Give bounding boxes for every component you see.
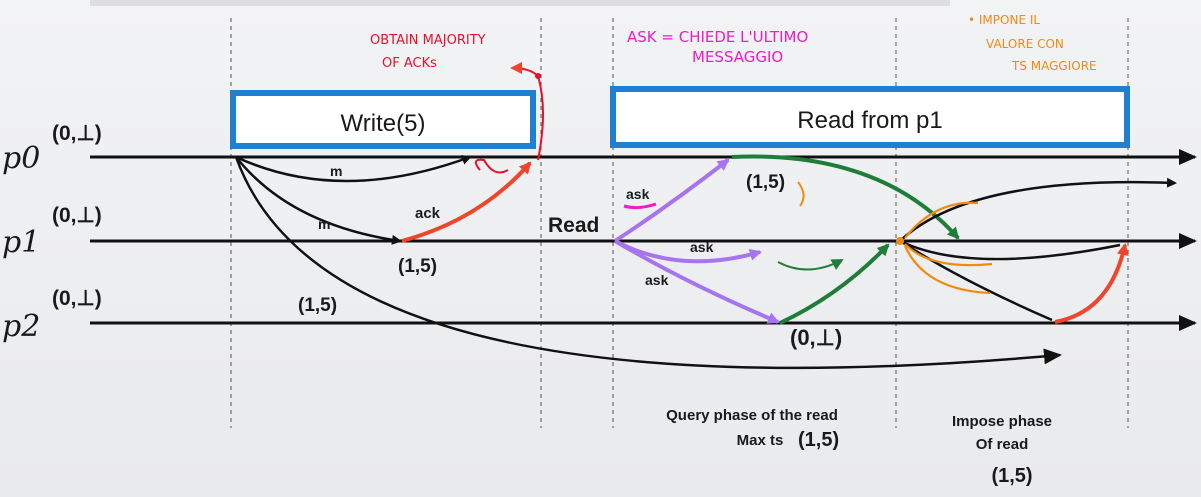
initial-state-p1: (0,⊥): [52, 204, 102, 227]
ack-message: [401, 161, 532, 243]
reply-from-p2: [779, 243, 890, 325]
impose-phase-value: (1,5): [991, 465, 1032, 487]
annotation-magenta-line1: ASK = CHIEDE L'ULTIMO: [627, 28, 808, 46]
cropped-header-strip: [90, 0, 950, 6]
query-phase-maxts: Max ts: [737, 432, 784, 449]
annotation-orange-line2: VALORE CON: [986, 37, 1064, 51]
orange-mark: [797, 181, 805, 207]
process-label-p0: p0: [2, 141, 40, 176]
write-operation-box: [230, 90, 536, 149]
read-operation-label: Read from p1: [797, 107, 942, 134]
ack-label: ack: [415, 205, 441, 222]
phase-separators: [230, 18, 1129, 428]
message-to-p2: [234, 156, 1062, 370]
initial-state-p0: (0,⊥): [52, 122, 102, 145]
ask-message-to-p0: [613, 158, 730, 243]
initial-state-p2: (0,⊥): [52, 287, 102, 310]
query-phase-value: (1,5): [798, 429, 839, 451]
impose-annotation-arrows: [903, 201, 993, 295]
impose-message-to-p0: [899, 177, 1177, 242]
message-m-to-p0: [235, 155, 472, 183]
annotation-red-line2: OF ACKs: [382, 56, 437, 71]
process-label-p1: p1: [2, 225, 40, 260]
annotation-orange-line3: TS MAGGIORE: [1011, 59, 1097, 73]
impose-phase-caption2: Of read: [976, 436, 1029, 453]
annotation-magenta-line2: MESSAGGIO: [692, 48, 783, 66]
impose-ack: [1054, 243, 1129, 324]
annotation-red-line1: OBTAIN MAJORITY: [370, 33, 486, 48]
annotation-orange-line1: • IMPONE IL: [968, 13, 1040, 27]
message-m-to-p1: [235, 156, 402, 245]
read-operation-box: [610, 86, 1130, 148]
reply-annotation-arrow: [777, 259, 844, 271]
impose-phase-caption: Impose phase: [952, 413, 1052, 430]
p2-value-received: (1,5): [298, 295, 337, 316]
read-start-label: Read: [548, 214, 599, 237]
message-label-m-top: m: [330, 163, 342, 179]
ask-message-to-p1: [614, 239, 762, 264]
query-phase-caption: Query phase of the read: [666, 407, 838, 424]
impose-message-to-p1: [899, 239, 1121, 261]
ask-label-mid: ask: [690, 239, 714, 255]
ask-label-bottom: ask: [645, 272, 669, 288]
p1-value-after-write: (1,5): [398, 256, 437, 277]
majority-annotation-scribble: [474, 158, 509, 174]
message-label-m-mid: m: [318, 216, 330, 232]
impose-point: [896, 237, 904, 245]
process-label-p2: p2: [2, 309, 40, 344]
reply-from-p0: [731, 154, 960, 240]
ask-message-to-p2: [613, 239, 780, 324]
majority-annotation-dot: [535, 73, 541, 79]
ask-underline: [623, 202, 657, 210]
p0-reply-value: (1,5): [746, 172, 785, 193]
ask-label-top: ask: [626, 186, 650, 202]
impose-message-to-p2: [899, 239, 1053, 322]
write-operation-label: Write(5): [341, 110, 426, 137]
p2-reply-value: (0,⊥): [790, 325, 842, 350]
